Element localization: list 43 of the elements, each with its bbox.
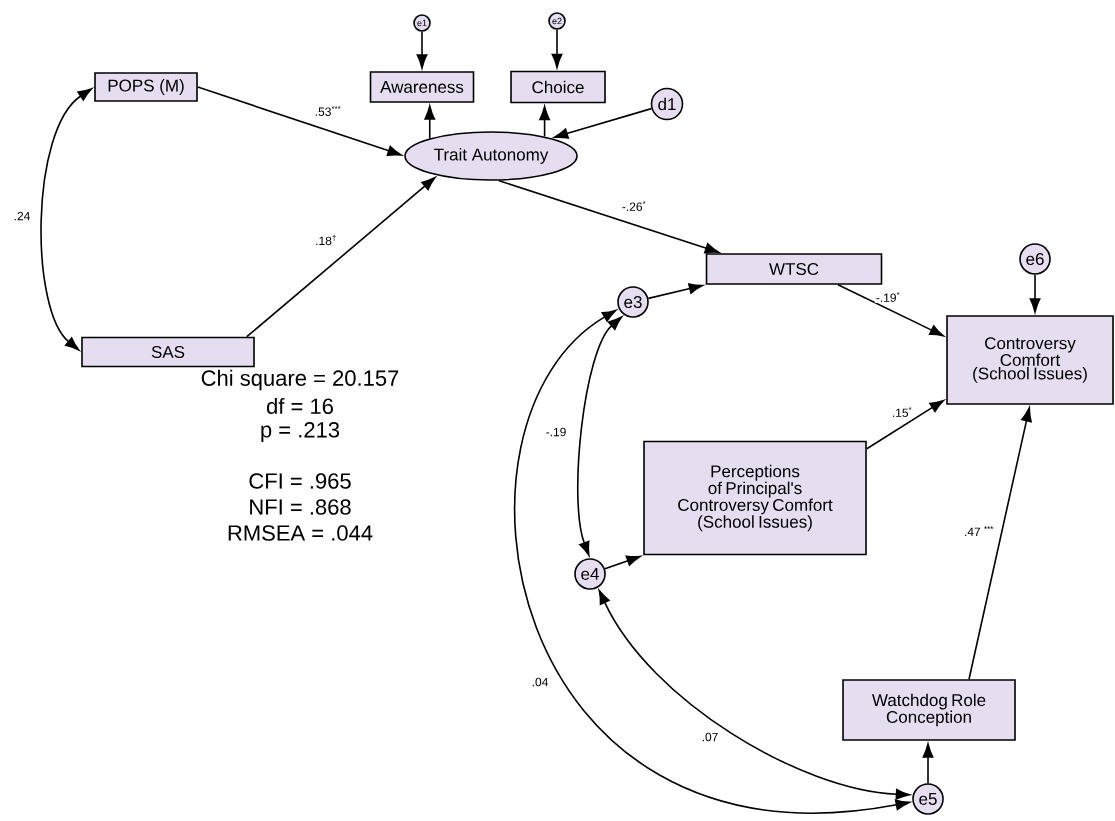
path-arrow (197, 86, 402, 157)
path-arrow (551, 29, 563, 68)
fit-statistic: RMSEA = .044 (228, 525, 373, 541)
variable-box: Watchdog Role Conception (842, 679, 1016, 741)
path-arrow (424, 105, 436, 140)
fit-statistic: p = .213 (261, 422, 340, 442)
path-arrow (968, 407, 1032, 680)
coefficient-label: -.19$^{*}$ (874, 291, 902, 303)
fit-statistic: df = 16 (267, 397, 333, 415)
coefficient-label: .24 (12, 210, 32, 222)
coefficient-label: .15$^{*}$ (890, 406, 914, 418)
variable-box: SAS (81, 336, 255, 368)
variable-box: Controversy Comfort (School Issues) (946, 315, 1114, 405)
coefficient-label: .47 $^{***}$ (962, 525, 995, 537)
variable-box: WTSC (705, 253, 883, 285)
variable-box: Awareness (369, 71, 475, 103)
variable-box: Perceptions of Principal's Controversy Comfort (School Issues) (643, 440, 867, 556)
path-arrow (647, 283, 704, 300)
path-arrow (553, 107, 653, 139)
path-arrow (416, 31, 428, 69)
path-arrow (604, 555, 641, 570)
path-arrow (1029, 274, 1041, 313)
covariance-arrow (577, 316, 623, 556)
coefficient-label: .07 (700, 731, 720, 743)
fit-statistic: NFI = .868 (250, 499, 351, 515)
covariance-arrow (598, 590, 911, 800)
path-arrow (922, 743, 934, 784)
path-arrow (866, 399, 945, 450)
coefficient-label: -.26$^{*}$ (620, 200, 648, 212)
covariance-arrow (513, 309, 910, 814)
path-arrow (498, 179, 720, 254)
path-arrow (246, 176, 436, 338)
variable-box: Choice (510, 70, 606, 104)
fit-statistic: Chi square = 20.157 (201, 369, 399, 391)
path-arrow (837, 284, 944, 337)
coefficient-label: .18$^{†}$ (314, 233, 338, 247)
path-arrow (539, 106, 551, 138)
covariance-arrow (40, 88, 93, 351)
coefficient-label: .04 (530, 676, 550, 688)
coefficient-label: -.19 (544, 426, 568, 438)
fit-statistic: CFI = .965 (249, 473, 351, 489)
variable-box: POPS (M) (94, 72, 198, 102)
coefficient-label: .53$^{***}$ (313, 105, 343, 117)
